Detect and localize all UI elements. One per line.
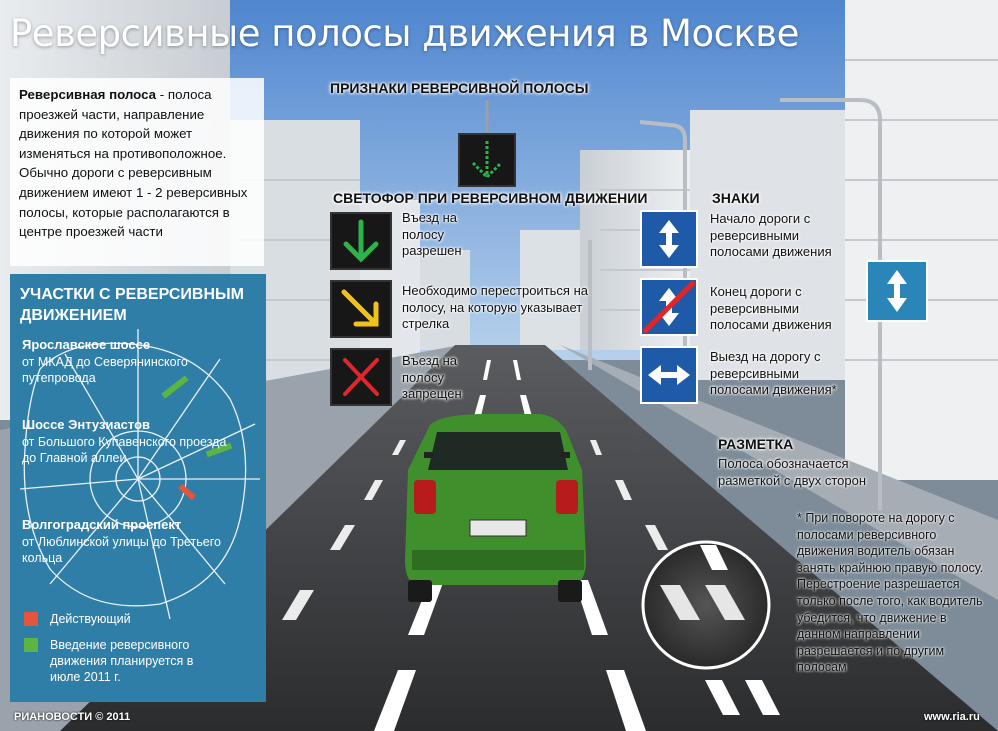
signal-green <box>330 212 392 270</box>
vertical-double-arrow-icon <box>887 270 907 312</box>
yellow-diagonal-arrow-icon <box>341 289 379 327</box>
green-down-arrow-icon <box>343 219 379 263</box>
sign-end <box>640 278 698 336</box>
route-desc: от Люблинской улицы до Третьего кольца <box>22 534 221 566</box>
sign-end-label: Конец дороги с реверсивными полосами дви… <box>710 284 832 332</box>
road-signs-header: ЗНАКИ <box>712 190 760 206</box>
roadside-reversible-sign <box>866 260 928 322</box>
red-cross-icon <box>343 358 379 396</box>
legend-label-planned: Введение реверсивного движения планирует… <box>50 638 194 684</box>
signal-red-label: Въезд на полосу запрещен <box>402 353 462 401</box>
route-marker-yaroslavskoe <box>161 375 189 399</box>
sections-header: УЧАСТКИ С РЕВЕРСИВНЫМ ДВИЖЕНИЕМ <box>20 286 244 324</box>
sign-start <box>640 210 698 268</box>
vertical-double-arrow-icon <box>659 220 679 258</box>
signal-green-label: Въезд на полосу разрешен <box>402 210 462 258</box>
legend-label-active: Действующий <box>50 612 131 626</box>
marking-text: Полоса обозначается разметкой с двух сто… <box>718 456 867 488</box>
route-marker-entuziastov <box>205 442 233 458</box>
route-item: Волгоградский проспект от Люблинской ули… <box>22 517 222 567</box>
credit-left: РИАНОВОСТИ © 2011 <box>14 711 131 723</box>
signs-header: ПРИЗНАКИ РЕВЕРСИВНОЙ ПОЛОСЫ <box>330 80 589 96</box>
route-name: Ярославское шоссе <box>22 337 151 352</box>
sign-exit <box>640 346 698 404</box>
crossed-double-arrow-icon <box>642 280 696 334</box>
definition-term: Реверсивная полоса <box>19 87 157 102</box>
sections-map-panel: УЧАСТКИ С РЕВЕРСИВНЫМ ДВИЖЕНИЕМ Ярославс… <box>10 274 266 702</box>
route-name: Шоссе Энтузиастов <box>22 417 151 432</box>
sign-exit-label: Выезд на дорогу с реверсивными полосами … <box>710 349 837 397</box>
route-desc: от МКАД до Северянинского путепровода <box>22 354 188 386</box>
route-name: Волгоградский проспект <box>22 517 182 532</box>
route-item: Шоссе Энтузиастов от Большого Купавенско… <box>22 417 232 467</box>
marking-header: РАЗМЕТКА <box>718 436 794 452</box>
route-desc: от Большого Купавенского проезда до Глав… <box>22 434 227 466</box>
signal-red <box>330 348 392 406</box>
definition-box: Реверсивная полоса - полоса проезжей час… <box>10 78 264 266</box>
definition-text: - полоса проезжей части, направление дви… <box>19 87 248 240</box>
traffic-light-header: СВЕТОФОР ПРИ РЕВЕРСИВНОМ ДВИЖЕНИИ <box>333 190 648 206</box>
legend-swatch-planned <box>24 638 38 652</box>
horizontal-double-arrow-icon <box>648 365 690 385</box>
credit-right: www.ria.ru <box>924 711 980 723</box>
overhead-signal <box>458 133 516 187</box>
footnote: * При повороте на дорогу с полосами реве… <box>797 511 984 675</box>
green-down-arrow-icon <box>471 141 503 180</box>
sign-start-label: Начало дороги с реверсивными полосами дв… <box>710 211 832 259</box>
moscow-map <box>19 329 260 619</box>
route-item: Ярославское шоссе от МКАД до Северянинск… <box>22 337 212 387</box>
route-marker-volgogradsky <box>178 483 196 501</box>
legend-swatch-active <box>24 612 38 626</box>
signal-yellow <box>330 280 392 338</box>
signal-yellow-label: Необходимо перестроиться на полосу, на к… <box>402 283 588 331</box>
page-title: Реверсивные полосы движения в Москве <box>10 12 799 55</box>
